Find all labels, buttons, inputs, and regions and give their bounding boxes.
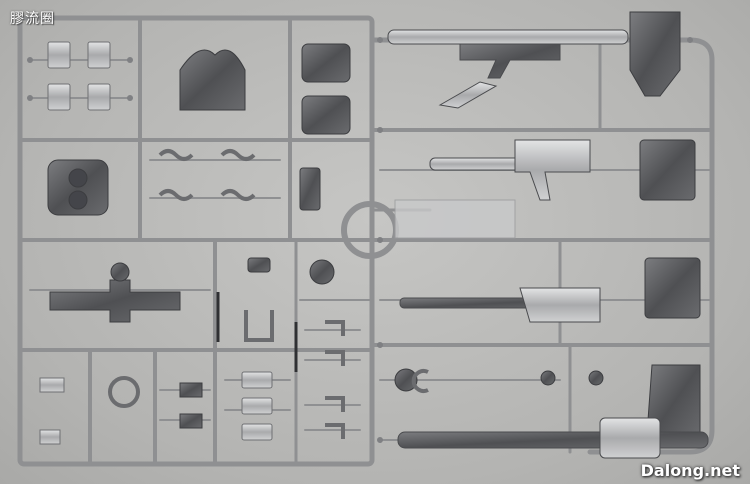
rods <box>216 292 298 372</box>
joint-parts <box>108 149 429 439</box>
weapon-parts <box>387 29 709 459</box>
gates <box>27 37 693 443</box>
watermark-bottom-right: Dalong.net <box>640 461 740 480</box>
sprue-frame <box>17 15 715 467</box>
small-clear-parts <box>39 41 273 445</box>
clear-plate <box>394 199 516 239</box>
watermark-top-left: 膠流圈 <box>10 11 55 27</box>
dark-parts <box>47 11 701 441</box>
